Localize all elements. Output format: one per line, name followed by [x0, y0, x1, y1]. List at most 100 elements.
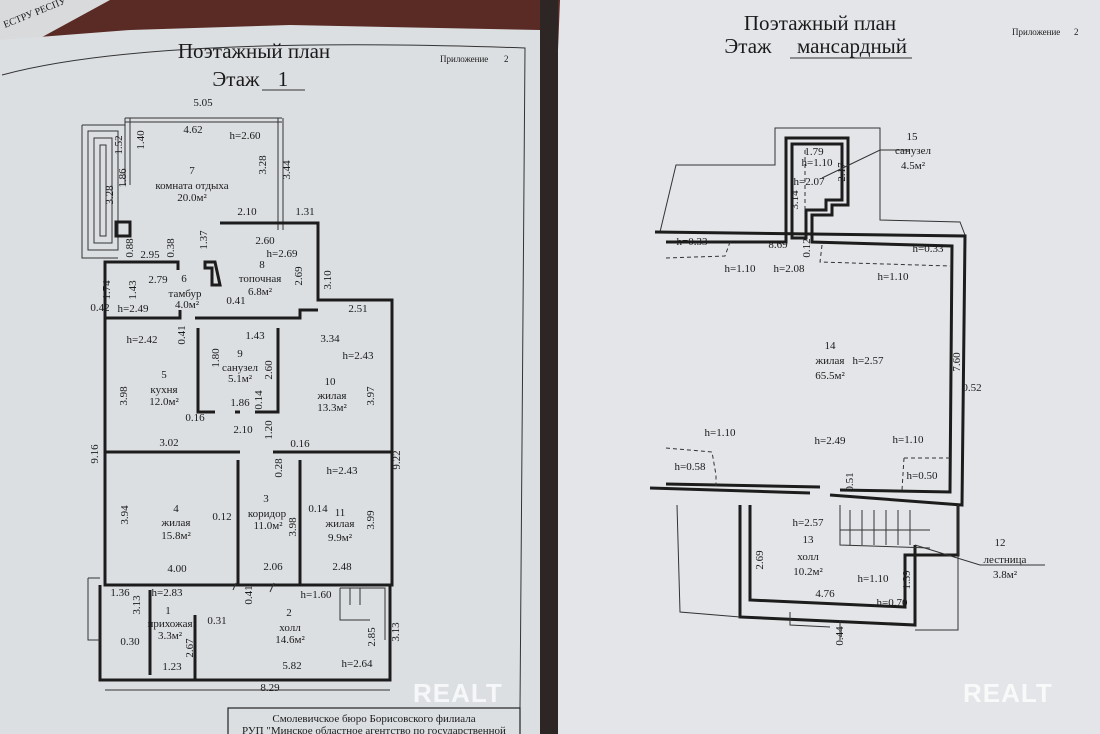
- room-label: 6: [181, 273, 187, 285]
- left-page-frame: [1, 44, 526, 709]
- room-label: 10: [325, 376, 337, 388]
- room-label: 3.3м²: [158, 630, 183, 642]
- height-label: h=2.57: [853, 355, 884, 367]
- dimension-label: 2.95: [140, 249, 160, 261]
- attic-walls: [649, 127, 1045, 640]
- room-label: жилая: [815, 355, 845, 367]
- dimension-label: 2.51: [348, 303, 367, 315]
- dimension-label: 7.60: [951, 352, 963, 372]
- dimension-label: 2.17: [836, 162, 848, 182]
- dimension-label: 0.51: [844, 472, 856, 491]
- room-label: 12: [995, 537, 1006, 549]
- height-label: h=2.64: [342, 658, 373, 670]
- dimension-label: 8.29: [260, 682, 280, 694]
- room-label: 7: [189, 165, 195, 177]
- dimension-label: 0.31: [207, 615, 226, 627]
- height-label: h=0.50: [907, 470, 938, 482]
- height-label: h=2.57: [793, 517, 824, 529]
- room-label: 15: [907, 131, 919, 143]
- dimension-label: 3.28: [257, 155, 269, 175]
- dimension-label: 1.86: [117, 168, 129, 188]
- room-label: 12.0м²: [149, 396, 179, 408]
- room-label: 11: [335, 507, 346, 519]
- height-label: h=1.10: [725, 263, 756, 275]
- dimension-label: 3.94: [119, 505, 131, 525]
- room-label: 3.8м²: [993, 569, 1018, 581]
- dimension-label: 3.34: [320, 333, 340, 345]
- dimension-label: 1.79: [804, 146, 824, 158]
- height-label: h=1.10: [802, 157, 833, 169]
- room-label: 2: [286, 607, 292, 619]
- room-label: кухня: [150, 384, 177, 396]
- dimension-label: 2.85: [366, 627, 378, 647]
- dimension-label: 3.98: [118, 386, 130, 406]
- height-label: h=2.42: [127, 334, 158, 346]
- dimension-label: 2.79: [148, 274, 168, 286]
- dimension-label: 0.12: [801, 238, 813, 257]
- left-page-title: Поэтажный план: [178, 39, 330, 63]
- room-label: 3: [263, 493, 269, 505]
- room-label: холл: [279, 622, 301, 634]
- dimension-label: 2.10: [237, 206, 257, 218]
- dimension-label: 0.41: [176, 325, 188, 344]
- dimension-label: 2.69: [754, 550, 766, 570]
- dimension-label: 2.60: [255, 235, 275, 247]
- height-label: h=2.43: [343, 350, 374, 362]
- height-label: h=1.10: [893, 434, 924, 446]
- height-label: h=0.70: [877, 597, 908, 609]
- dimension-label: 0.41: [243, 585, 255, 604]
- dimension-label: 1.86: [230, 397, 250, 409]
- dimension-label: 0.12: [212, 511, 231, 523]
- page-gap: [540, 0, 558, 734]
- dimension-label: 1.23: [162, 661, 182, 673]
- dimension-label: 3.10: [322, 270, 334, 290]
- height-label: h=2.69: [267, 248, 298, 260]
- height-label: h=2.49: [118, 303, 149, 315]
- room-label: тамбур: [169, 288, 202, 300]
- dimension-label: 9.16: [89, 444, 101, 464]
- room-label: 11.0м²: [253, 520, 283, 532]
- dimension-label: 0.88: [124, 238, 136, 258]
- left-floor-value: 1: [278, 67, 289, 91]
- floor1-walls: [81, 117, 394, 691]
- dimension-label: 1.74: [101, 280, 113, 300]
- room-label: санузел: [222, 362, 259, 374]
- height-label: h=2.83: [152, 587, 183, 599]
- height-label: h=2.49: [815, 435, 846, 447]
- height-label: h=1.10: [858, 573, 889, 585]
- left-appendix-label: Приложение: [440, 54, 488, 64]
- realt-watermark-left: REALT: [413, 678, 503, 708]
- dimension-label: 3.28: [104, 185, 116, 205]
- dimension-label: 1.36: [110, 587, 130, 599]
- room-label: лестница: [984, 554, 1027, 566]
- height-label: h=2.08: [774, 263, 805, 275]
- room-label: санузел: [895, 145, 932, 157]
- room-label: жилая: [325, 518, 355, 530]
- dimension-label: 3.13: [131, 595, 143, 615]
- dimension-label: 4.62: [183, 124, 202, 136]
- right-appendix-number: 2: [1074, 27, 1079, 37]
- room-label: 5: [161, 369, 167, 381]
- height-label: h=1.10: [705, 427, 736, 439]
- dimension-label: 0.41: [226, 295, 245, 307]
- dimension-label: 0.44: [834, 626, 846, 646]
- dimension-label: 5.82: [282, 660, 301, 672]
- room-label: 4.5м²: [901, 160, 926, 172]
- dimension-label: 0.14: [308, 503, 328, 515]
- dimension-label: 1.31: [295, 206, 314, 218]
- right-floor-prefix: Этаж: [724, 34, 772, 58]
- room-label: 10.2м²: [793, 566, 823, 578]
- room-label: холл: [797, 551, 819, 563]
- room-label: 20.0м²: [177, 192, 207, 204]
- right-page: [548, 0, 1100, 734]
- room-label: прихожая: [147, 618, 192, 630]
- room-label: 15.8м²: [161, 530, 191, 542]
- dimension-label: 1.43: [245, 330, 265, 342]
- dimension-label: 2.69: [293, 266, 305, 286]
- dimension-label: 0.42: [90, 302, 109, 314]
- right-floor-value: мансардный: [797, 34, 907, 58]
- dimension-label: 5.05: [193, 97, 213, 109]
- height-label: h=2.43: [327, 465, 358, 477]
- room-label: 14.6м²: [275, 634, 305, 646]
